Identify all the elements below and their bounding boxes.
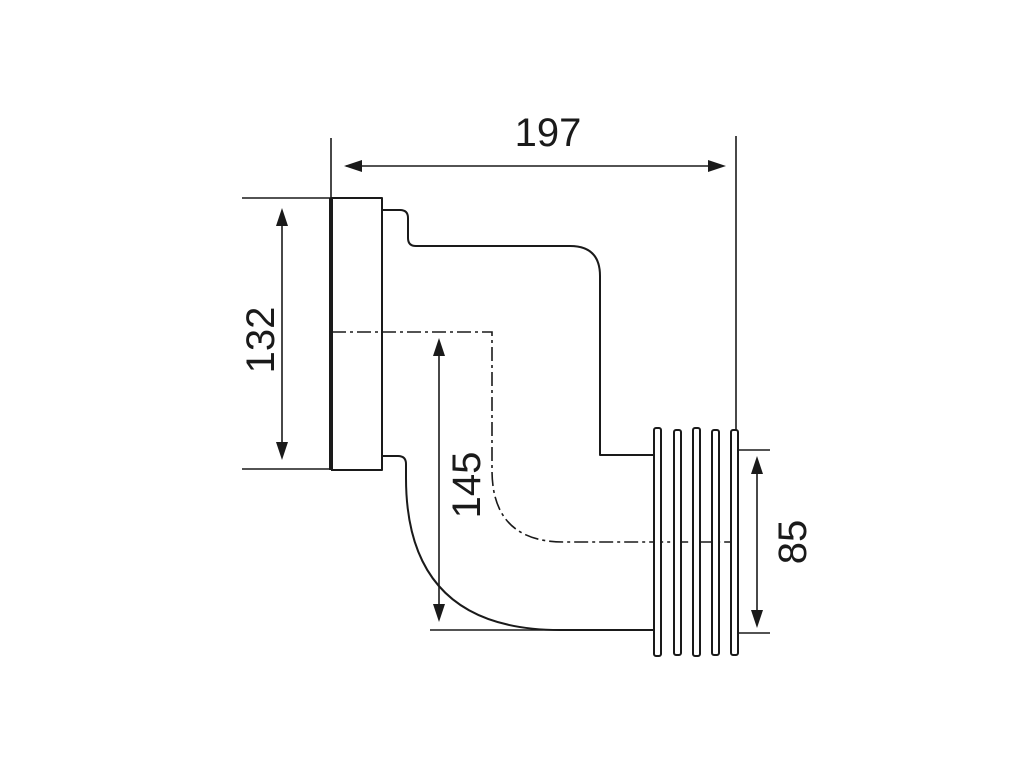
arrowhead-top: [433, 338, 445, 356]
dimension-label-inlet-height: 132: [239, 307, 283, 374]
pipe-centerline: [332, 331, 738, 543]
arrowhead-right: [708, 160, 726, 172]
inlet-flange: [329, 197, 383, 471]
arrowhead-top: [276, 208, 288, 226]
extension-lines: [242, 136, 770, 634]
dimension-drop: 145: [433, 338, 489, 622]
arrowhead-bottom: [433, 604, 445, 622]
dimension-label-outlet-diameter: 85: [771, 520, 815, 565]
seal-rib-2: [673, 429, 682, 656]
arrowhead-top: [751, 456, 763, 474]
seal-rib-4: [711, 429, 720, 656]
pipe-bottom-edge: [382, 455, 655, 631]
outlet-seal: [653, 427, 739, 657]
dimension-inlet-height: 132: [239, 208, 288, 460]
dimension-width: 197: [344, 111, 726, 172]
dimension-label-drop: 145: [445, 452, 489, 519]
dimension-label-width: 197: [515, 111, 582, 155]
seal-rib-5: [730, 429, 739, 656]
arrowhead-bottom: [276, 442, 288, 460]
seal-rib-3: [692, 427, 701, 657]
inlet-collar: [331, 197, 383, 471]
pipe-body: [382, 209, 655, 631]
arrowhead-bottom: [751, 610, 763, 628]
pipe-top-edge: [382, 209, 655, 456]
dimension-outlet-diameter: 85: [751, 456, 815, 628]
arrowhead-left: [344, 160, 362, 172]
seal-rib-1: [653, 427, 662, 657]
